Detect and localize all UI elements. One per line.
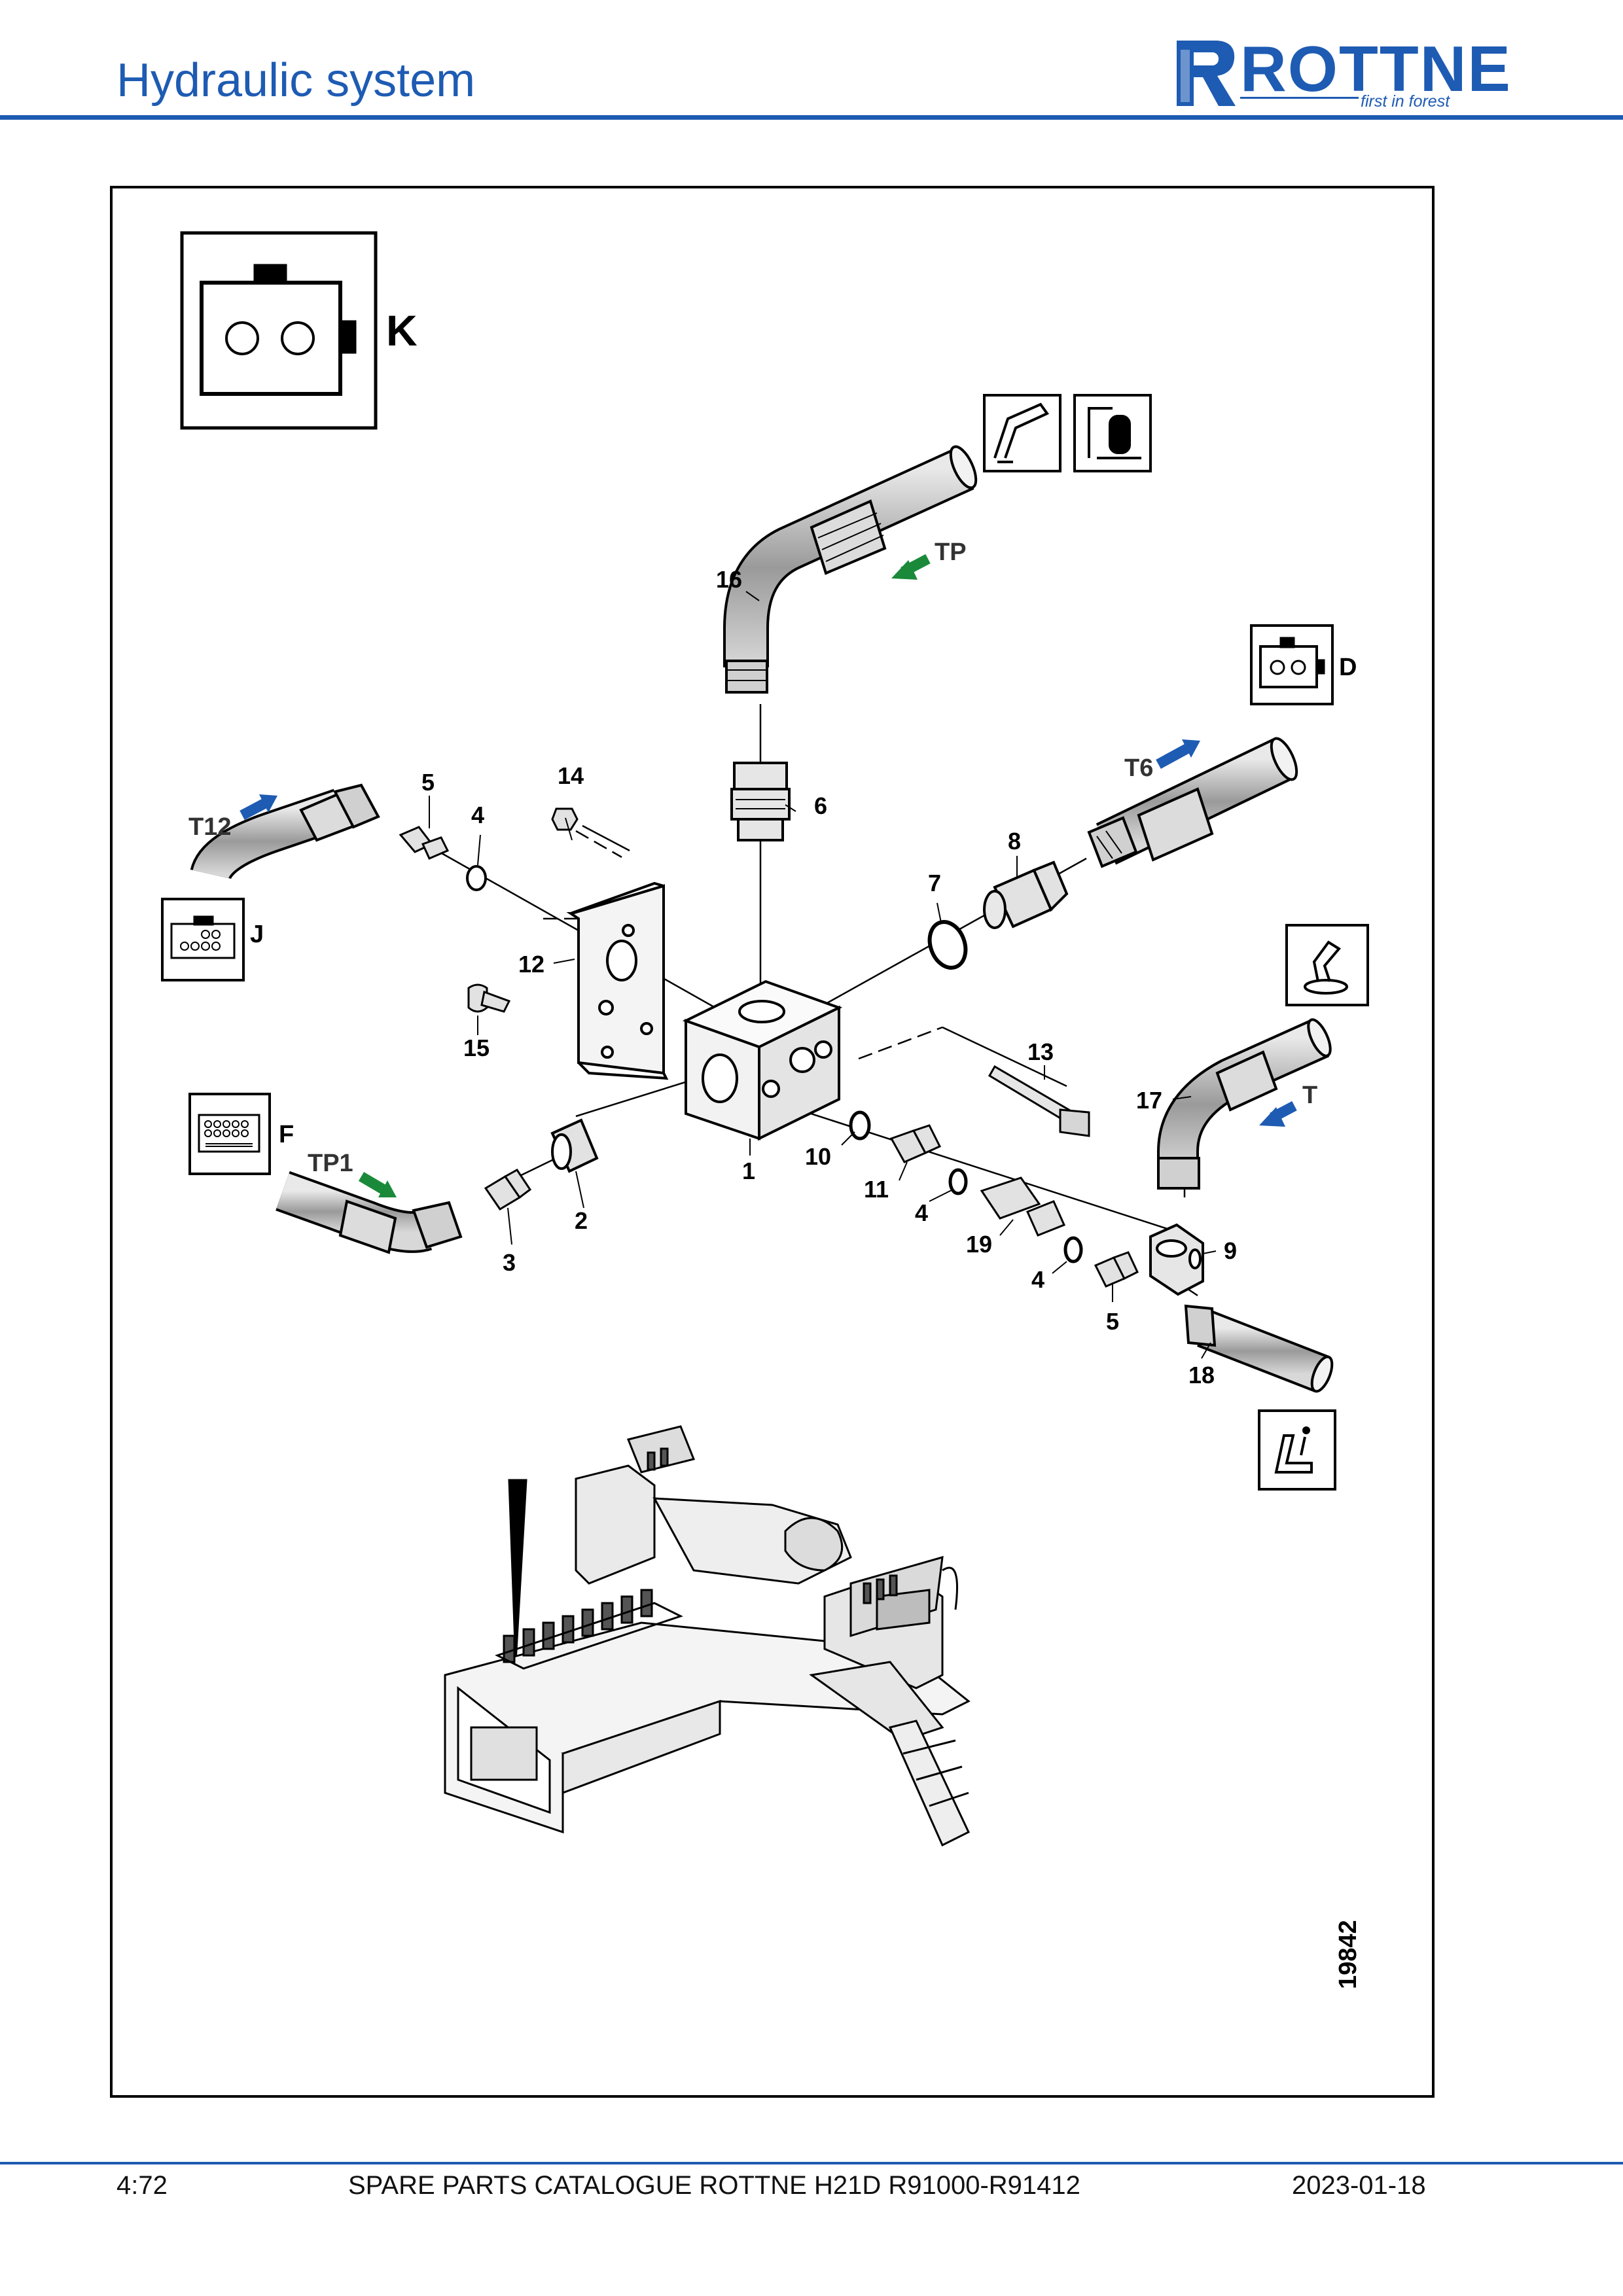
callout-7: 7 bbox=[928, 870, 941, 896]
callout-15: 15 bbox=[463, 1034, 490, 1061]
adapter-19 bbox=[980, 1176, 1066, 1237]
callout-16: 16 bbox=[716, 566, 742, 593]
fitting-6 bbox=[730, 762, 791, 841]
flow-arrow-t bbox=[1259, 1101, 1297, 1127]
logo-tagline: first in forest bbox=[1359, 92, 1452, 111]
page-title: Hydraulic system bbox=[116, 54, 476, 107]
washer-4-left bbox=[466, 865, 487, 891]
flow-arrow-t12 bbox=[240, 794, 277, 821]
machine-frame-illustration bbox=[444, 1425, 971, 1847]
callout-12: 12 bbox=[518, 951, 544, 978]
washer-4-right bbox=[1063, 1236, 1083, 1263]
adapter-2 bbox=[550, 1118, 599, 1173]
callout-13: 13 bbox=[1027, 1038, 1054, 1065]
view-label-f: F bbox=[279, 1121, 294, 1148]
rottne-logo: ROTTNE first in forest bbox=[1171, 33, 1512, 111]
callout-2: 2 bbox=[575, 1207, 588, 1234]
fitting-8 bbox=[983, 860, 1069, 929]
callout-leaders bbox=[429, 591, 1217, 1359]
diagram-frame bbox=[110, 186, 1435, 2098]
flow-arrow-tp1 bbox=[358, 1172, 397, 1197]
callout-3: 3 bbox=[503, 1249, 516, 1276]
bolt-13 bbox=[988, 1065, 1090, 1137]
valve-symbol-f bbox=[188, 1093, 271, 1175]
elbow-block-9 bbox=[1149, 1223, 1204, 1296]
hose-16 bbox=[723, 445, 978, 694]
callout-10: 10 bbox=[805, 1143, 831, 1170]
callout-18: 18 bbox=[1188, 1362, 1215, 1388]
joystick-function-icon bbox=[1285, 924, 1369, 1006]
nut-14 bbox=[551, 807, 579, 831]
mounting-plate-12 bbox=[566, 881, 669, 1080]
callout-19: 19 bbox=[966, 1231, 992, 1258]
callout-4-right: 4 bbox=[1031, 1266, 1044, 1293]
callout-17: 17 bbox=[1136, 1087, 1162, 1114]
port-label-t: T bbox=[1302, 1082, 1317, 1109]
hose-17 bbox=[1157, 1018, 1332, 1190]
hose-t12 bbox=[190, 783, 380, 881]
valve-symbol-k bbox=[180, 231, 378, 430]
seat-function-icon bbox=[1258, 1409, 1336, 1491]
hose-t6 bbox=[1087, 737, 1298, 868]
rottne-emblem-icon bbox=[1177, 41, 1236, 106]
logo-wordmark: ROTTNE bbox=[1240, 33, 1512, 105]
view-label-d: D bbox=[1339, 654, 1357, 681]
callout-5-left: 5 bbox=[421, 769, 435, 796]
header-rule bbox=[0, 115, 1623, 120]
seal-7 bbox=[927, 920, 968, 970]
seal-10 bbox=[849, 1110, 871, 1140]
callout-1: 1 bbox=[742, 1157, 755, 1184]
hose-18 bbox=[1184, 1304, 1334, 1393]
crane-function-icon bbox=[983, 394, 1061, 472]
callout-8: 8 bbox=[1008, 828, 1021, 855]
view-label-k: K bbox=[386, 306, 418, 355]
exploded-parts-diagram: K D J bbox=[161, 231, 1369, 1989]
document-title: SPARE PARTS CATALOGUE ROTTNE H21D R91000… bbox=[348, 2171, 1080, 2200]
valve-symbol-j bbox=[161, 898, 245, 981]
document-date: 2023-01-18 bbox=[1292, 2171, 1426, 2200]
footer-rule bbox=[0, 2162, 1623, 2164]
port-label-tp: TP bbox=[935, 539, 967, 566]
callout-9: 9 bbox=[1224, 1237, 1237, 1264]
callout-4-left: 4 bbox=[471, 802, 484, 828]
callout-5-right: 5 bbox=[1106, 1308, 1119, 1335]
logo-underline bbox=[1240, 97, 1443, 99]
fitting-3 bbox=[484, 1169, 532, 1211]
fitting-5-left bbox=[399, 826, 450, 860]
port-label-t12: T12 bbox=[188, 813, 231, 841]
flow-arrow-t6 bbox=[1156, 739, 1200, 769]
callout-14: 14 bbox=[558, 762, 584, 789]
valve-block-1 bbox=[682, 980, 843, 1141]
washer-4-mid bbox=[948, 1168, 968, 1195]
callout-11: 11 bbox=[864, 1176, 889, 1203]
bolt-15 bbox=[467, 983, 511, 1013]
page-number: 4:72 bbox=[116, 2171, 168, 2200]
callout-6: 6 bbox=[814, 792, 827, 819]
callout-4-mid: 4 bbox=[915, 1199, 928, 1226]
fitting-11 bbox=[889, 1124, 942, 1163]
valve-symbol-d bbox=[1250, 624, 1334, 705]
accumulator-function-icon bbox=[1073, 394, 1152, 472]
hose-tp1 bbox=[276, 1171, 463, 1254]
drawing-number: 19842 bbox=[1334, 1920, 1362, 1989]
flow-arrow-tp bbox=[891, 554, 931, 580]
port-label-t6: T6 bbox=[1124, 754, 1153, 782]
view-label-j: J bbox=[250, 921, 264, 948]
port-label-tp1: TP1 bbox=[308, 1150, 353, 1177]
fitting-5-right bbox=[1094, 1251, 1139, 1288]
